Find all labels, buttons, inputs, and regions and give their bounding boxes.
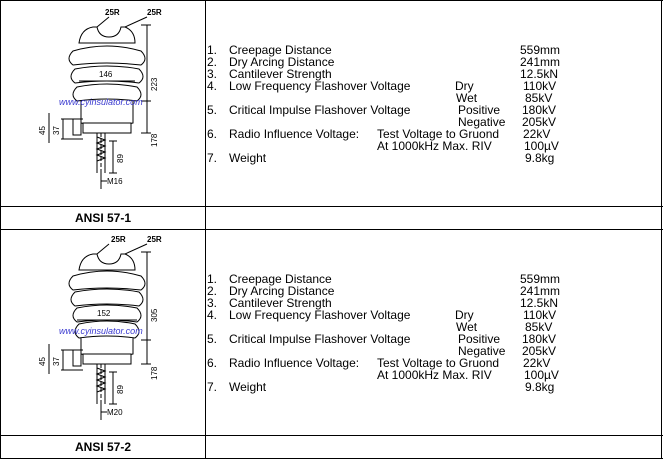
watermark-text: www.cyinsulator.com xyxy=(59,97,143,107)
spec-cond-riv: At 1000kHz Max. RIV xyxy=(377,139,492,153)
spec-value-weight: 9.8kg xyxy=(525,380,555,394)
spec-value-negative: 205kV xyxy=(522,344,557,358)
spec-number: 1. xyxy=(207,272,218,286)
spec-value-riv: 100µV xyxy=(524,139,559,153)
spec-label-arcing: Dry Arcing Distance xyxy=(229,284,335,298)
dim-base-height-label: 178 xyxy=(150,366,159,380)
spec-value-positive: 180kV xyxy=(522,103,557,117)
spec-cond-dry: Dry xyxy=(455,79,474,93)
spec-number: 6. xyxy=(207,356,218,370)
spec-number: 5. xyxy=(207,103,218,117)
spec-value-test-voltage: 22kV xyxy=(523,356,551,370)
spec-label-radio: Radio Influence Voltage: xyxy=(229,127,360,141)
dim-stud-label: 89 xyxy=(116,385,125,394)
spec-cond-negative: Negative xyxy=(458,115,506,129)
dim-side-b-label: 37 xyxy=(52,357,61,366)
row-divider xyxy=(0,435,663,436)
spec-cond-wet: Wet xyxy=(456,320,478,334)
spec-value-wet: 85kV xyxy=(525,320,553,334)
spec-value-riv: 100µV xyxy=(524,368,559,382)
spec-value-negative: 205kV xyxy=(522,115,557,129)
table-border-bottom xyxy=(0,458,663,459)
spec-number: 6. xyxy=(207,127,218,141)
spec-label-low-freq: Low Frequency Flashover Voltage xyxy=(229,308,411,322)
spec-number: 7. xyxy=(207,380,218,394)
spec-number: 1. xyxy=(207,43,218,57)
spec-label-creepage: Creepage Distance xyxy=(229,43,332,57)
dim-side-a-label: 45 xyxy=(38,357,47,366)
spec-number: 3. xyxy=(207,296,218,310)
spec-number: 2. xyxy=(207,284,218,298)
dim-top-right-label: 25R xyxy=(147,235,162,244)
spec-cond-riv: At 1000kHz Max. RIV xyxy=(377,368,492,382)
spec-value-creepage: 559mm xyxy=(520,272,561,286)
dim-height-label: 223 xyxy=(150,77,159,91)
spec-list-2: 1. Creepage Distance 559mm 2. Dry Arcing… xyxy=(207,273,662,418)
dim-shed-width-label: 146 xyxy=(99,70,113,79)
dim-thread-label: M16 xyxy=(107,177,123,186)
dim-side-a-label: 45 xyxy=(38,126,47,135)
spec-value-dry: 110kV xyxy=(523,308,557,322)
dim-height-label: 305 xyxy=(150,308,159,322)
watermark-text: www.cyinsulator.com xyxy=(59,326,143,336)
spec-label-impulse: Critical Impulse Flashover Voltage xyxy=(229,332,411,346)
spec-label-radio: Radio Influence Voltage: xyxy=(229,356,360,370)
spec-value-arcing: 241mm xyxy=(520,55,561,69)
spec-label-weight: Weight xyxy=(229,380,267,394)
dim-top-left-label: 25R xyxy=(111,235,126,244)
spec-value-test-voltage: 22kV xyxy=(523,127,551,141)
spec-label-low-freq: Low Frequency Flashover Voltage xyxy=(229,79,411,93)
table-border-left xyxy=(0,0,1,459)
spec-value-cantilever: 12.5kN xyxy=(520,67,559,81)
spec-cond-wet: Wet xyxy=(456,91,478,105)
spec-number: 5. xyxy=(207,332,218,346)
insulator-57-1-svg: 25R 25R 146 223 178 45 37 89 M16 www.cyi… xyxy=(38,8,162,189)
spec-label-cantilever: Cantilever Strength xyxy=(229,67,332,81)
spec-value-positive: 180kV xyxy=(522,332,557,346)
dim-top-left-label: 25R xyxy=(105,8,120,17)
table-border-top xyxy=(0,0,663,1)
insulator-drawing-2: 25R 25R 152 305 178 45 37 89 M20 www.cyi… xyxy=(1,230,205,435)
spec-label-arcing: Dry Arcing Distance xyxy=(229,55,335,69)
spec-list-1: 1. Creepage Distance 559mm 2. Dry Arcing… xyxy=(207,44,662,189)
spec-label-weight: Weight xyxy=(229,151,267,165)
spec-number: 7. xyxy=(207,151,218,165)
spec-cond-positive: Positive xyxy=(458,332,501,346)
product-caption: ANSI 57-2 xyxy=(74,440,132,454)
row-divider xyxy=(0,206,663,207)
spec-label-impulse: Critical Impulse Flashover Voltage xyxy=(229,103,411,117)
spec-number: 3. xyxy=(207,67,218,81)
spec-number: 2. xyxy=(207,55,218,69)
spec-cond-test-voltage: Test Voltage to Gruond xyxy=(377,356,500,370)
row-divider xyxy=(0,229,663,230)
table-border-right xyxy=(661,0,662,459)
dim-shed-width-label: 152 xyxy=(97,309,111,318)
spec-value-wet: 85kV xyxy=(525,91,553,105)
spec-number: 4. xyxy=(207,308,218,322)
dim-side-b-label: 37 xyxy=(52,126,61,135)
dim-top-right-label: 25R xyxy=(147,8,162,17)
spec-value-cantilever: 12.5kN xyxy=(520,296,559,310)
dim-thread-label: M20 xyxy=(107,408,123,417)
insulator-57-2-svg: 25R 25R 152 305 178 45 37 89 M20 www.cyi… xyxy=(38,235,162,420)
insulator-drawing-1: 25R 25R 146 223 178 45 37 89 M16 www.cyi… xyxy=(1,1,205,206)
spec-value-creepage: 559mm xyxy=(520,43,561,57)
spec-value-weight: 9.8kg xyxy=(525,151,555,165)
spec-number: 4. xyxy=(207,79,218,93)
product-caption: ANSI 57-1 xyxy=(74,211,132,225)
dim-stud-label: 89 xyxy=(116,154,125,163)
spec-cond-test-voltage: Test Voltage to Gruond xyxy=(377,127,500,141)
spec-cond-positive: Positive xyxy=(458,103,501,117)
column-divider xyxy=(205,0,206,459)
spec-value-dry: 110kV xyxy=(523,79,557,93)
dim-base-height-label: 178 xyxy=(150,133,159,147)
spec-cond-negative: Negative xyxy=(458,344,506,358)
spec-label-creepage: Creepage Distance xyxy=(229,272,332,286)
spec-value-arcing: 241mm xyxy=(520,284,561,298)
spec-cond-dry: Dry xyxy=(455,308,474,322)
spec-label-cantilever: Cantilever Strength xyxy=(229,296,332,310)
